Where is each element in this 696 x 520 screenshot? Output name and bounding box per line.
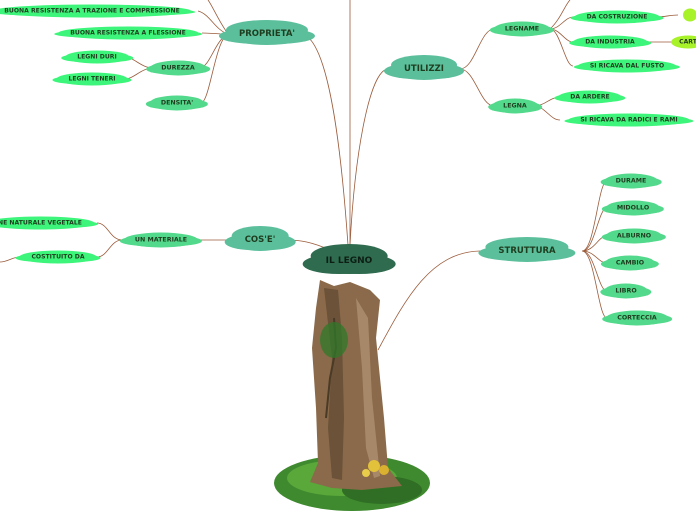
node-legna[interactable]: LEGNA [492,98,538,114]
node-radici-rami[interactable]: SI RICAVA DA RADICI E RAMI [568,113,690,127]
node-midollo[interactable]: MIDOLLO [605,200,661,216]
node-resistenza-flessione[interactable]: BUONA RESISTENZA A FLESSIONE [58,26,198,40]
node-costituito-da[interactable]: COSTITUITO DA [19,250,97,264]
node-corteccia[interactable]: CORTECCIA [606,310,668,326]
branch-utilizzi[interactable]: UTILIZZI [390,58,458,80]
node-densita[interactable]: DENSITA' [149,95,205,111]
node-resistenza-trazione[interactable]: BUONA RESISTENZA A TRAZIONE E COMPRESSIO… [0,4,192,18]
node-libro[interactable]: LIBRO [604,283,648,299]
node-naturale-vegetale[interactable]: NE NATURALE VEGETALE [0,216,94,230]
node-da-costruzione[interactable]: DA COSTRUZIONE [574,10,660,24]
node-durame[interactable]: DURAME [604,173,658,189]
central-topic[interactable]: IL LEGNO [309,248,389,274]
node-alburno[interactable]: ALBURNO [605,228,663,244]
branch-proprieta[interactable]: PROPRIETA' [224,23,310,45]
node-costruzione-child[interactable] [683,8,696,22]
node-carta[interactable]: CART [671,35,696,49]
node-legni-teneri[interactable]: LEGNI TENERI [56,72,128,86]
node-da-industria[interactable]: DA INDUSTRIA [573,35,647,49]
node-un-materiale[interactable]: UN MATERIALE [123,232,199,248]
branch-struttura[interactable]: STRUTTURA [484,240,570,262]
node-da-ardere[interactable]: DA ARDERE [558,90,622,104]
node-durezza[interactable]: DUREZZA [150,60,206,76]
tree-stump-image [274,280,430,511]
node-legni-duri[interactable]: LEGNI DURI [65,50,129,64]
node-si-ricava-dal-fusto[interactable]: SI RICAVA DAL FUSTO [577,59,677,73]
node-legname[interactable]: LEGNAME [493,21,551,37]
node-cambio[interactable]: CAMBIO [604,255,656,271]
branch-cose[interactable]: COS'E' [230,229,290,251]
